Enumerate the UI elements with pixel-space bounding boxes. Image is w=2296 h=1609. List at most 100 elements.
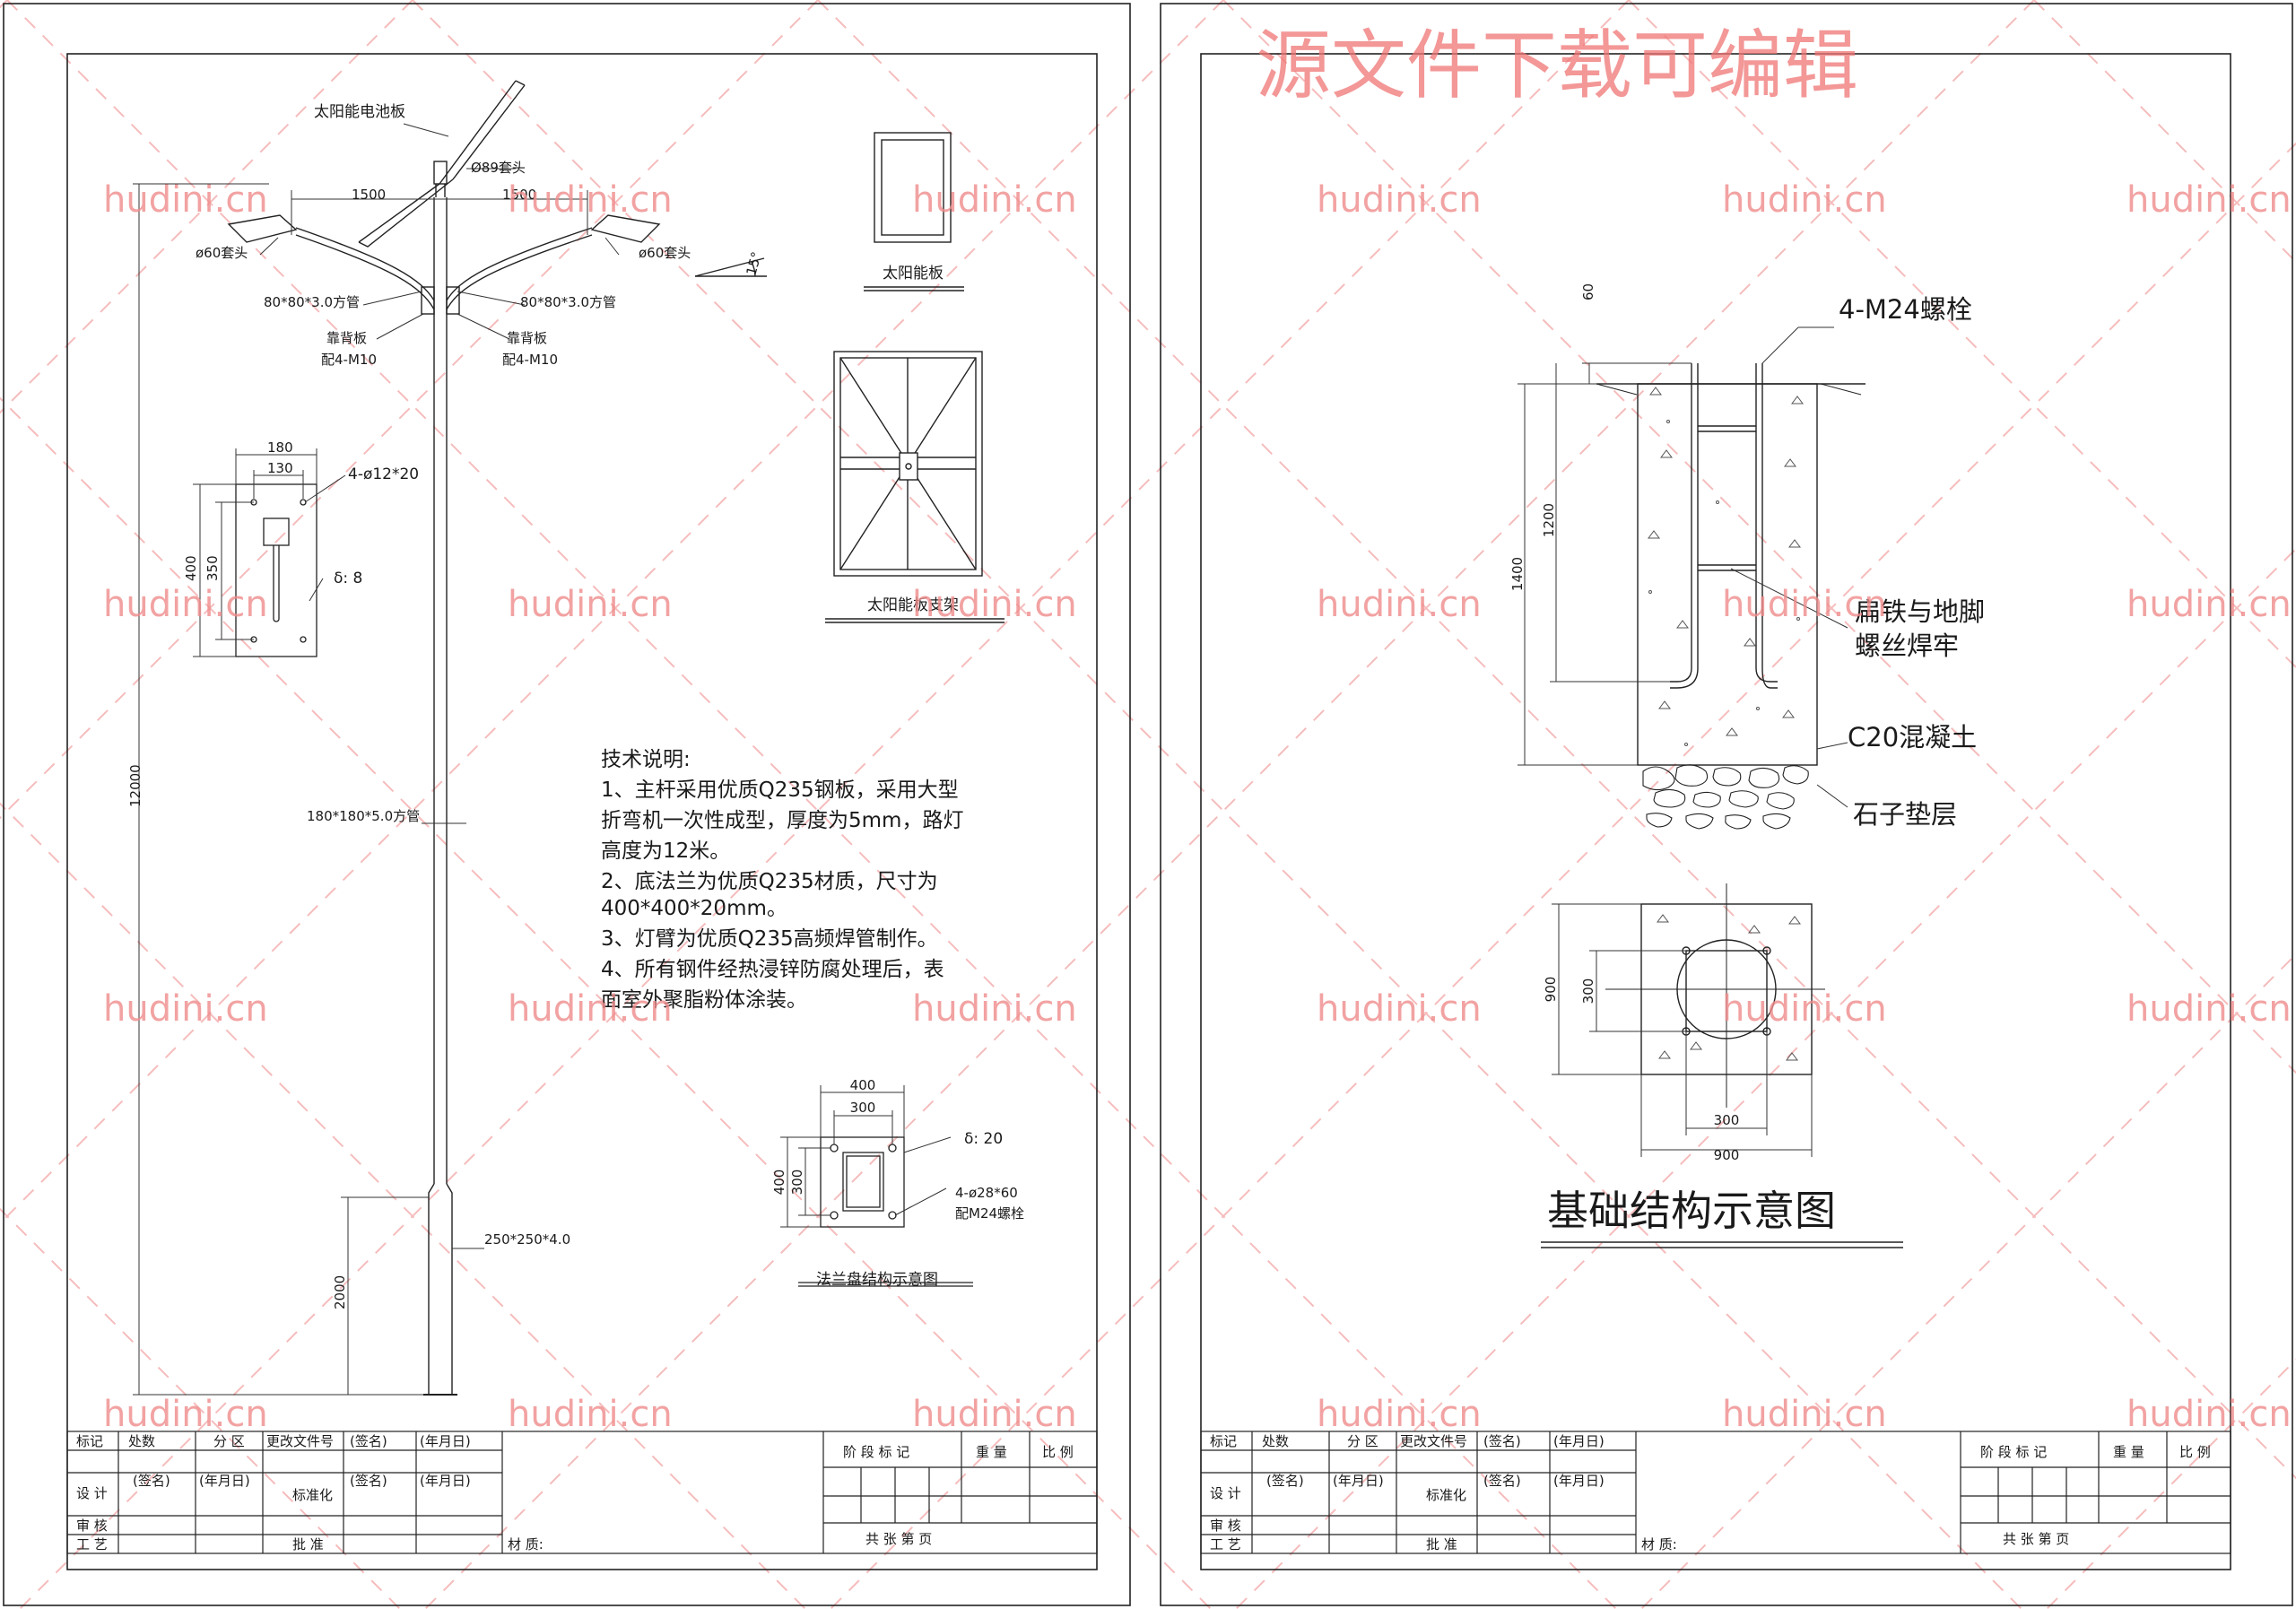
tb-sheets: 共 张 第 页 xyxy=(2003,1531,2069,1547)
label-bolts-left: 配4-M10 xyxy=(321,352,377,368)
tb-date: (年月日) xyxy=(199,1473,250,1489)
watermark-site-text: hudini.cn xyxy=(1722,179,1887,221)
label-lamp-sleeve-left: ø60套头 xyxy=(196,245,248,261)
tb-scale: 比 例 xyxy=(1042,1444,1074,1460)
tb-material: 材 质: xyxy=(1641,1536,1677,1552)
watermark-diagonal xyxy=(2033,0,2296,264)
foundation-title: 基础结构示意图 xyxy=(1547,1187,1836,1235)
watermark-site-text: hudini.cn xyxy=(103,988,268,1030)
watermark-diagonal xyxy=(830,142,2296,1609)
watermark-diagonal xyxy=(0,396,1212,1609)
technical-notes: 技术说明: 1、主杆采用优质Q235钢板，采用大型 折弯机一次性成型，厚度为5m… xyxy=(601,748,963,1012)
label-gravel: 石子垫层 xyxy=(1853,799,1957,830)
label-backplate-left: 靠背板 xyxy=(326,330,367,346)
foundation-labels: 60 4-M24螺栓 1200 1400 扁铁与地脚 螺丝焊牢 C20混凝土 石… xyxy=(1509,283,1985,830)
dim-foundation-top: 60 xyxy=(1580,283,1596,300)
plan-dimensions xyxy=(1552,903,1813,1157)
foundation-section xyxy=(1596,363,1866,830)
watermark-site-text: hudini.cn xyxy=(103,1394,268,1435)
watermark-diagonal xyxy=(2046,1358,2296,1609)
tb-signature: (签名) xyxy=(350,1473,387,1489)
tb-change-doc: 更改文件号 xyxy=(1400,1433,1467,1449)
pole-dimensions xyxy=(133,123,620,1396)
label-angle: 15° xyxy=(743,250,764,277)
watermark-site-text: hudini.cn xyxy=(508,179,673,221)
watermark-site-text: hudini.cn xyxy=(912,584,1077,625)
tb-signature: (签名) xyxy=(1266,1473,1304,1489)
foundation-dimensions xyxy=(1518,326,1848,808)
backplate-dimensions xyxy=(193,448,346,657)
watermark-diagonal xyxy=(0,0,1224,1225)
label-solar-panel-view: 太阳能板 xyxy=(883,265,944,283)
watermark-diagonal xyxy=(0,802,806,1609)
dim-plate-inner-width: 130 xyxy=(267,460,293,476)
watermark-site-text: hudini.cn xyxy=(1317,179,1482,221)
label-weld-line2: 螺丝焊牢 xyxy=(1855,631,1959,661)
watermark-site-text: hudini.cn xyxy=(1722,988,1887,1030)
watermark-diagonal xyxy=(817,0,2296,1480)
watermark-site-text: hudini.cn xyxy=(1317,988,1482,1030)
tb-change-doc: 更改文件号 xyxy=(266,1433,334,1449)
watermark-diagonal xyxy=(0,1207,401,1609)
tb-date: (年月日) xyxy=(1553,1433,1605,1449)
dim-total-height: 12000 xyxy=(127,764,144,807)
watermark-diagonal xyxy=(0,0,819,820)
foundation-plan-view xyxy=(1605,883,1825,1108)
watermark-site-text: hudini.cn xyxy=(1722,1394,1887,1435)
label-arm-tube-right: 80*80*3.0方管 xyxy=(520,294,616,310)
tech-note-line: 1、主杆采用优质Q235钢板，采用大型 xyxy=(601,778,959,802)
label-lamp-sleeve-right: ø60套头 xyxy=(639,245,691,261)
label-plate-holes: 4-ø12*20 xyxy=(348,465,419,483)
tech-note-line: 4、所有钢件经热浸锌防腐处理后，表 xyxy=(601,958,944,981)
label-bolts-right: 配4-M10 xyxy=(502,352,558,368)
dim-flange-side-outer: 400 xyxy=(771,1170,787,1196)
tb-signature: (签名) xyxy=(1483,1473,1521,1489)
dim-flange-inner: 300 xyxy=(850,1100,876,1116)
watermark-site-text: hudini.cn xyxy=(508,584,673,625)
solar-panel-front-view xyxy=(864,132,964,291)
tb-weight: 重 量 xyxy=(976,1444,1007,1460)
solar-panel-frame-view xyxy=(825,351,1004,623)
tb-weight: 重 量 xyxy=(2113,1444,2144,1460)
title-block-left: 标记 处数 分 区 更改文件号 (签名) (年月日) (签名) (年月日) (签… xyxy=(66,1431,1098,1554)
label-solar-panel: 太阳能电池板 xyxy=(314,103,405,121)
left-sheet-frame xyxy=(3,3,1131,1606)
dim-plan-inner-horizontal: 300 xyxy=(1714,1112,1740,1128)
label-flange-bolts: 配M24螺栓 xyxy=(955,1205,1024,1222)
watermark-site-text: hudini.cn xyxy=(1317,584,1482,625)
dim-plan-outer-vertical: 900 xyxy=(1543,977,1559,1003)
watermark-site-text: hudini.cn xyxy=(508,1394,673,1435)
tb-approve: 批 准 xyxy=(292,1536,324,1552)
watermark-diagonal xyxy=(0,0,413,414)
watermark-diagonal xyxy=(1222,0,2296,1074)
pole-labels: 太阳能电池板 Ø89套头 1500 1500 ø60套头 ø60套头 15° 8… xyxy=(127,103,765,1309)
tb-date: (年月日) xyxy=(1333,1473,1384,1489)
tb-design: 设 计 xyxy=(1210,1485,1241,1501)
dim-arm-left: 1500 xyxy=(352,187,386,203)
dim-plan-outer-horizontal: 900 xyxy=(1714,1147,1740,1163)
tech-note-line: 折弯机一次性成型，厚度为5mm，路灯 xyxy=(601,809,963,832)
tb-standardize: 标准化 xyxy=(292,1487,333,1503)
watermark-diagonal xyxy=(1235,547,2296,1609)
tb-date: (年月日) xyxy=(1553,1473,1605,1489)
plan-labels: 900 300 300 900 xyxy=(1543,977,1739,1163)
watermark-site-text: hudini.cn xyxy=(912,988,1077,1030)
dim-bolt-length: 1200 xyxy=(1541,503,1557,537)
backplate-detail xyxy=(235,483,317,657)
plan-hatching xyxy=(1657,914,1801,1061)
dim-flange-side-inner: 300 xyxy=(789,1170,805,1196)
watermark-site-text: hudini.cn xyxy=(1317,1394,1482,1435)
flange-plate-detail xyxy=(798,1136,973,1287)
watermark-diagonal xyxy=(6,0,1617,1609)
dim-plan-inner-vertical: 300 xyxy=(1580,978,1596,1005)
tech-note-line: 2、底法兰为优质Q235材质，尺寸为 xyxy=(601,870,938,893)
watermark-site-text: hudini.cn xyxy=(2126,988,2292,1030)
watermark-site-text: hudini.cn xyxy=(2126,584,2292,625)
backplate-labels: 180 130 4-ø12*20 400 350 δ: 8 xyxy=(183,439,419,587)
tb-zone: 分 区 xyxy=(1347,1433,1378,1449)
street-light-pole-elevation xyxy=(227,80,767,1396)
label-flange-holes: 4-ø28*60 xyxy=(955,1185,1018,1201)
label-weld-line1: 扁铁与地脚 xyxy=(1855,596,1985,627)
tech-note-line: 400*400*20mm。 xyxy=(601,897,787,920)
tb-stage-mark: 阶 段 标 记 xyxy=(843,1444,909,1460)
